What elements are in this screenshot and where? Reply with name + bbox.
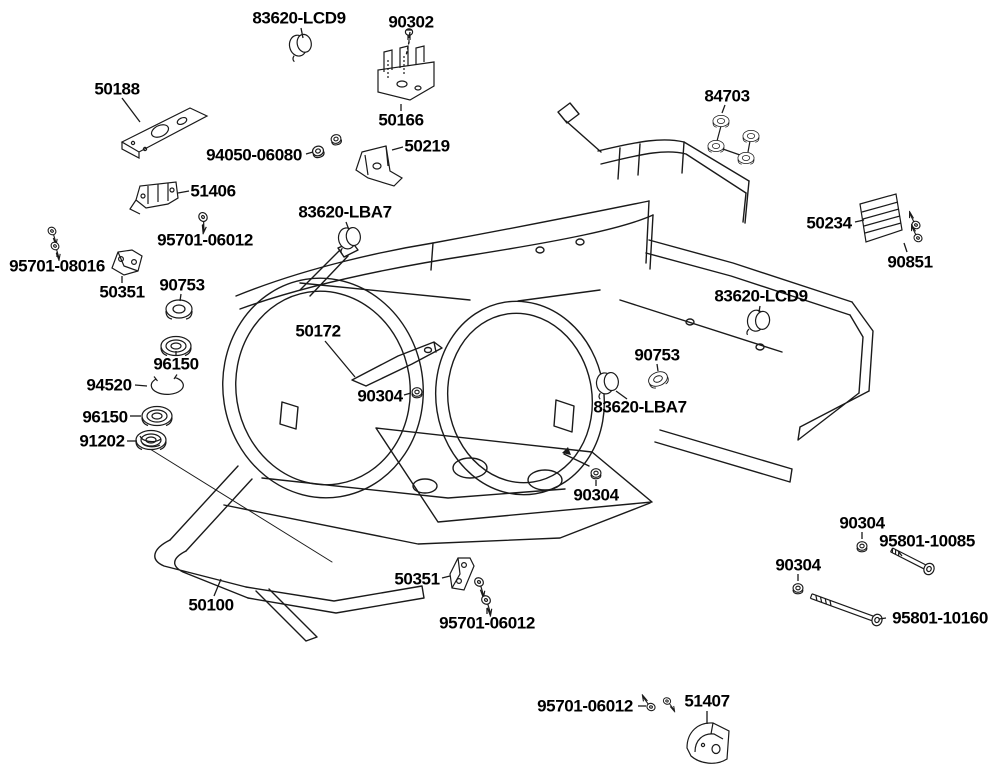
bracket-50166 <box>377 45 435 101</box>
part-label: 94520 <box>86 375 132 395</box>
part-label: 90753 <box>634 345 680 365</box>
leader-line <box>721 104 726 114</box>
part-label: 50172 <box>295 321 341 341</box>
part-label: 95801-10085 <box>879 531 975 551</box>
part-label: 50100 <box>188 595 234 615</box>
bracket-51407 <box>686 722 730 764</box>
leader-line <box>854 219 865 223</box>
part-label: 90851 <box>887 252 933 272</box>
leader-line <box>403 392 412 396</box>
part-label: 50351 <box>99 282 145 302</box>
bracket-50188 <box>120 107 209 159</box>
part-label: 51406 <box>190 181 236 201</box>
part-label: 90304 <box>839 513 885 533</box>
leader-line <box>903 242 908 253</box>
leader-line <box>213 578 222 597</box>
bolt-95801-10160 <box>809 593 883 627</box>
leader-line <box>758 305 761 313</box>
bracket-50351-left <box>111 249 143 276</box>
part-label: 50234 <box>806 213 852 233</box>
leader-line <box>324 340 356 378</box>
leader-line <box>202 223 205 232</box>
part-label: 50166 <box>378 110 424 130</box>
part-label: 94050-06080 <box>206 145 302 165</box>
part-label: 83620-LCD9 <box>252 8 346 28</box>
part-label: 90304 <box>775 555 821 575</box>
bracket-51406 <box>129 181 179 215</box>
bracket-50351-bottom <box>449 557 475 591</box>
leader-line <box>179 293 182 302</box>
part-label: 96150 <box>153 354 199 374</box>
leader-line <box>300 27 304 39</box>
part-label: 50351 <box>394 569 440 589</box>
part-label: 51407 <box>684 691 730 711</box>
bolt-90302 <box>404 28 414 43</box>
leader-line <box>121 97 141 123</box>
part-label: 95701-06012 <box>439 613 535 633</box>
part-label: 95701-08016 <box>9 256 105 276</box>
part-label: 95801-10160 <box>892 608 988 628</box>
part-label: 90302 <box>388 12 434 32</box>
bracket-50219 <box>355 145 403 187</box>
part-label: 84703 <box>704 86 750 106</box>
part-label: 96150 <box>82 407 128 427</box>
leader-line <box>408 31 411 39</box>
part-label: 95701-06012 <box>537 696 633 716</box>
part-label: 91202 <box>79 431 125 451</box>
leader-line <box>878 617 887 620</box>
frame-line-art <box>149 41 874 642</box>
part-label: 83620-LBA7 <box>298 202 392 222</box>
part-label: 95701-06012 <box>157 230 253 250</box>
leader-line <box>345 221 350 231</box>
part-label: 50219 <box>404 136 450 156</box>
leader-line <box>305 151 314 155</box>
plate-50234 <box>859 193 903 243</box>
leader-line <box>177 190 190 194</box>
part-label: 83620-LBA7 <box>593 397 687 417</box>
leader-line <box>897 550 903 557</box>
part-label: 83620-LCD9 <box>714 286 808 306</box>
part-label: 50188 <box>94 79 140 99</box>
leader-line <box>441 575 451 579</box>
part-label: 90304 <box>573 485 619 505</box>
snap-ring-94520 <box>150 374 184 395</box>
oil-seal-91202 <box>135 429 167 451</box>
part-label: 90753 <box>159 275 205 295</box>
bolt-95801-10085 <box>890 547 935 576</box>
leader-line <box>656 363 659 372</box>
leader-line <box>391 146 404 151</box>
leader-line <box>134 384 148 387</box>
leader-line <box>615 390 628 400</box>
part-label: 90304 <box>357 386 403 406</box>
grommets-84703 <box>707 115 760 165</box>
